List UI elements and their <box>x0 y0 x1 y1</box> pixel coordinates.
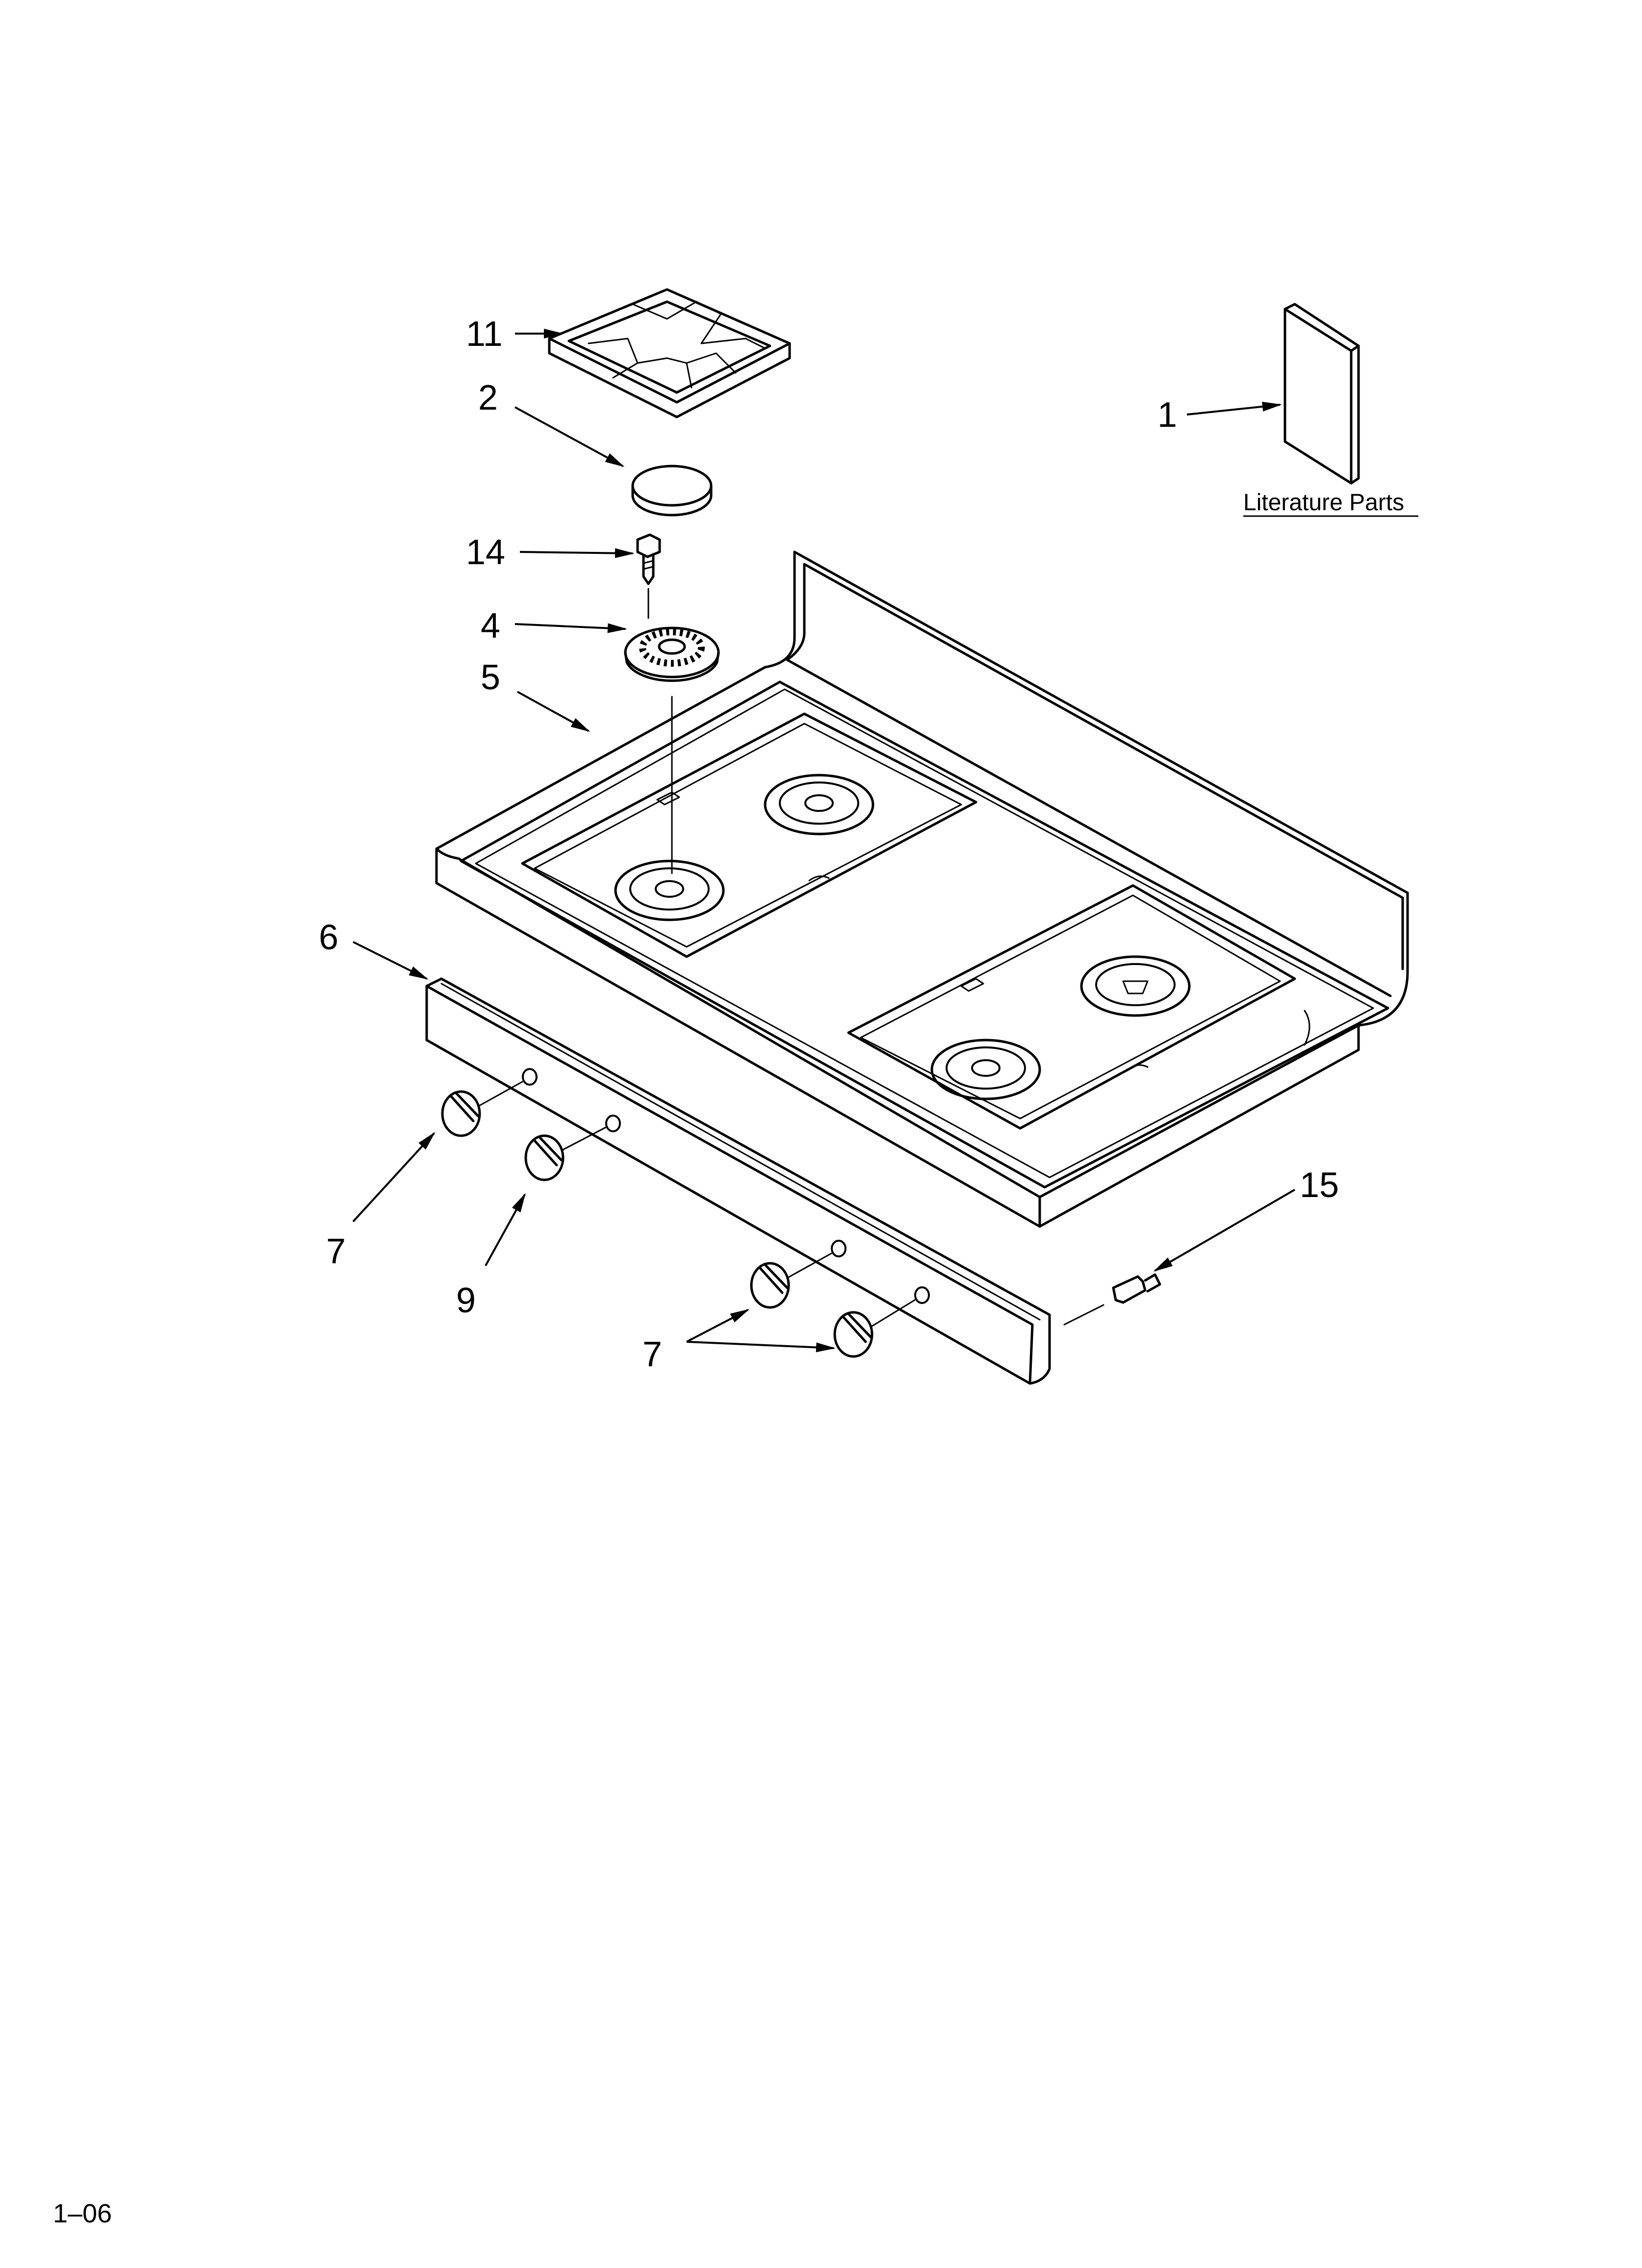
burner-base <box>624 626 720 874</box>
callout-9: 9 <box>456 1281 476 1320</box>
knob-right-rear <box>750 1252 832 1309</box>
leader-lines <box>352 329 1296 1353</box>
cooktop <box>435 550 1409 1228</box>
callout-6: 6 <box>319 918 338 957</box>
callout-11: 11 <box>466 314 503 354</box>
literature-parts-label: Literature Parts <box>1243 490 1404 516</box>
knob-right-front <box>833 1299 916 1358</box>
literature-booklet <box>1283 303 1360 485</box>
callout-5: 5 <box>481 658 500 697</box>
panel-screw <box>1063 1273 1161 1326</box>
control-panel <box>425 977 1051 1385</box>
page-footer-code: 1–06 <box>53 2199 112 2228</box>
burner-grate <box>548 288 791 418</box>
callout-7-left: 7 <box>326 1232 346 1271</box>
callout-14: 14 <box>466 533 505 572</box>
callout-7-right: 7 <box>642 1335 662 1374</box>
callout-1: 1 <box>1157 395 1177 435</box>
burner-screw <box>636 533 661 619</box>
callout-2: 2 <box>478 378 498 417</box>
knob-left-front <box>441 1081 523 1137</box>
callout-4: 4 <box>481 606 500 646</box>
burner-cap <box>631 465 713 517</box>
knob-left-rear <box>524 1126 607 1181</box>
callout-15: 15 <box>1300 1166 1339 1205</box>
